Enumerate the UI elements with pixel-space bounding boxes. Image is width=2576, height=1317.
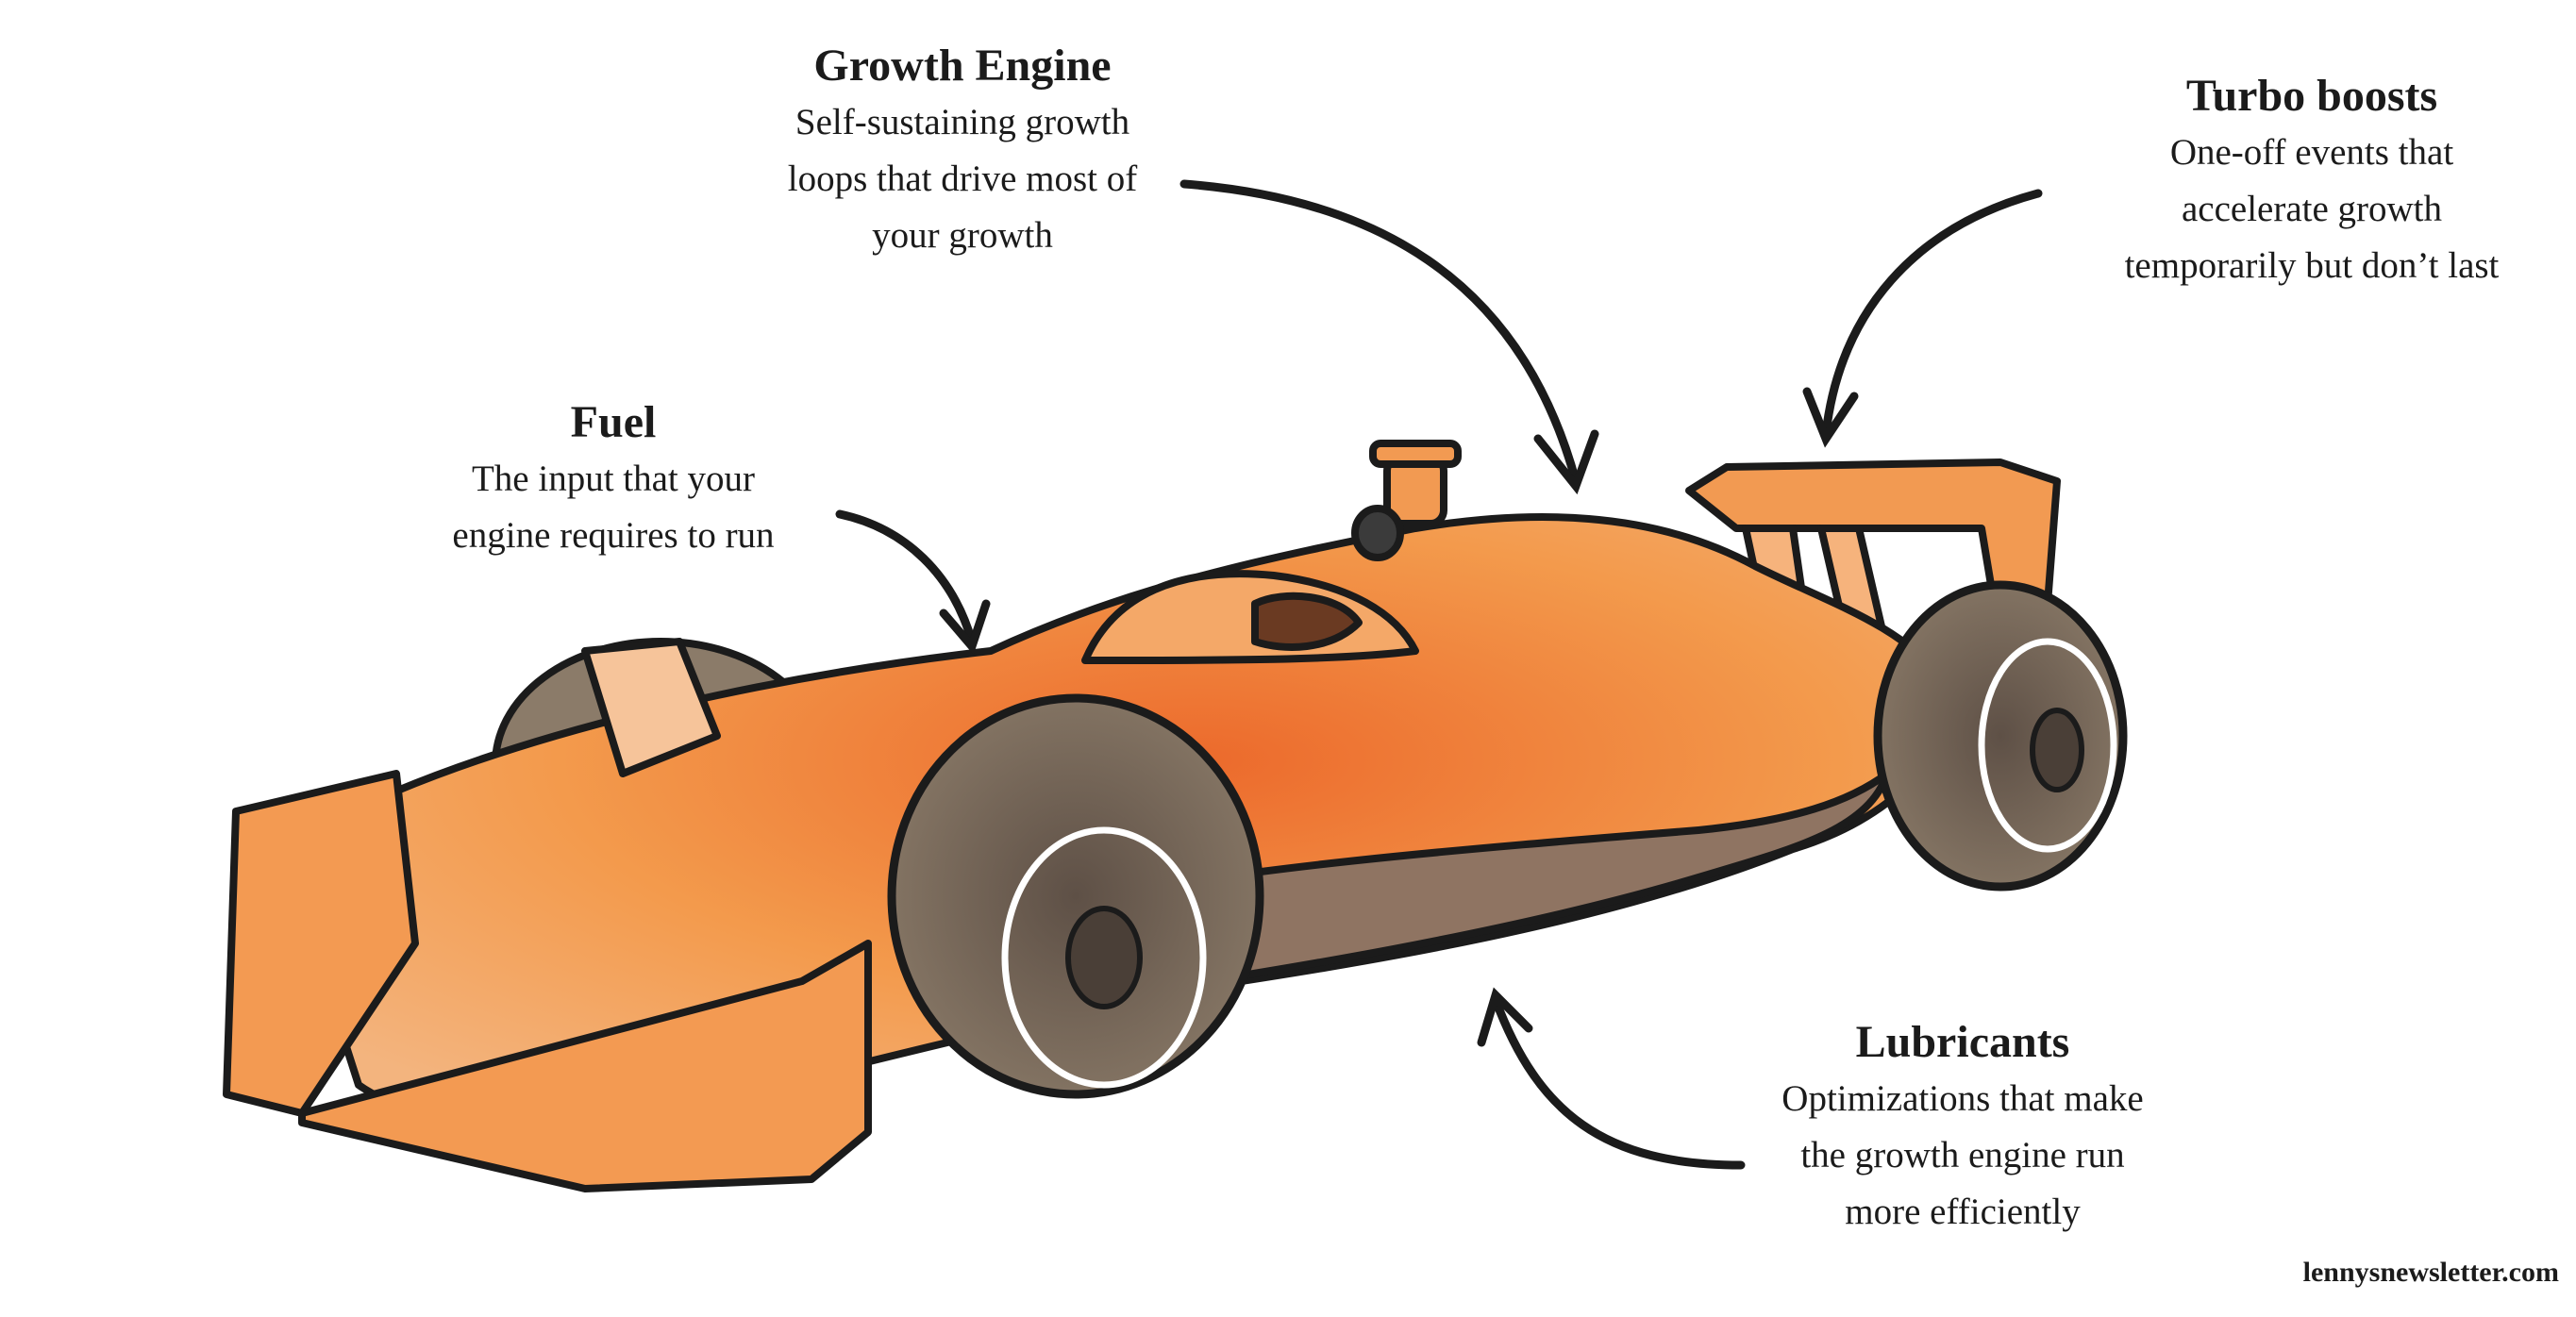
arrow-turbo-boosts bbox=[1802, 189, 2043, 448]
lubricants-line-2: the growth engine run bbox=[1800, 1135, 2125, 1175]
label-fuel: Fuel The input that your engine requires… bbox=[396, 394, 830, 564]
arrow-lubricants bbox=[1477, 987, 1746, 1170]
turbo-boosts-line-1: One-off events that bbox=[2169, 132, 2454, 173]
arrow-fuel bbox=[835, 509, 991, 655]
label-turbo-boosts: Turbo boosts One-off events that acceler… bbox=[2057, 68, 2567, 294]
rear-right-wheel bbox=[1873, 580, 2128, 892]
label-lubricants: Lubricants Optimizations that make the g… bbox=[1717, 1014, 2208, 1241]
front-wing bbox=[223, 638, 872, 1192]
fuel-title: Fuel bbox=[570, 397, 657, 447]
lubricants-line-3: more efficiently bbox=[1845, 1192, 2081, 1232]
growth-engine-title: Growth Engine bbox=[813, 41, 1112, 91]
lubricants-title: Lubricants bbox=[1855, 1017, 2070, 1067]
turbo-boosts-title: Turbo boosts bbox=[2185, 71, 2438, 121]
fuel-line-1: The input that your bbox=[471, 458, 756, 499]
fuel-line-2: engine requires to run bbox=[452, 515, 775, 556]
lubricants-line-1: Optimizations that make bbox=[1781, 1078, 2144, 1119]
growth-engine-line-3: your growth bbox=[872, 215, 1053, 256]
arrow-growth-engine bbox=[1179, 179, 1599, 495]
turbo-boosts-line-2: accelerate growth bbox=[2181, 189, 2443, 229]
growth-engine-line-2: loops that drive most of bbox=[787, 158, 1138, 199]
turbo-boosts-line-3: temporarily but don’t last bbox=[2124, 245, 2500, 286]
growth-engine-line-1: Self-sustaining growth bbox=[795, 102, 1130, 142]
label-growth-engine: Growth Engine Self-sustaining growth loo… bbox=[717, 38, 1208, 264]
site-credit: lennysnewsletter.com bbox=[2302, 1257, 2559, 1288]
front-right-wheel bbox=[887, 693, 1264, 1099]
